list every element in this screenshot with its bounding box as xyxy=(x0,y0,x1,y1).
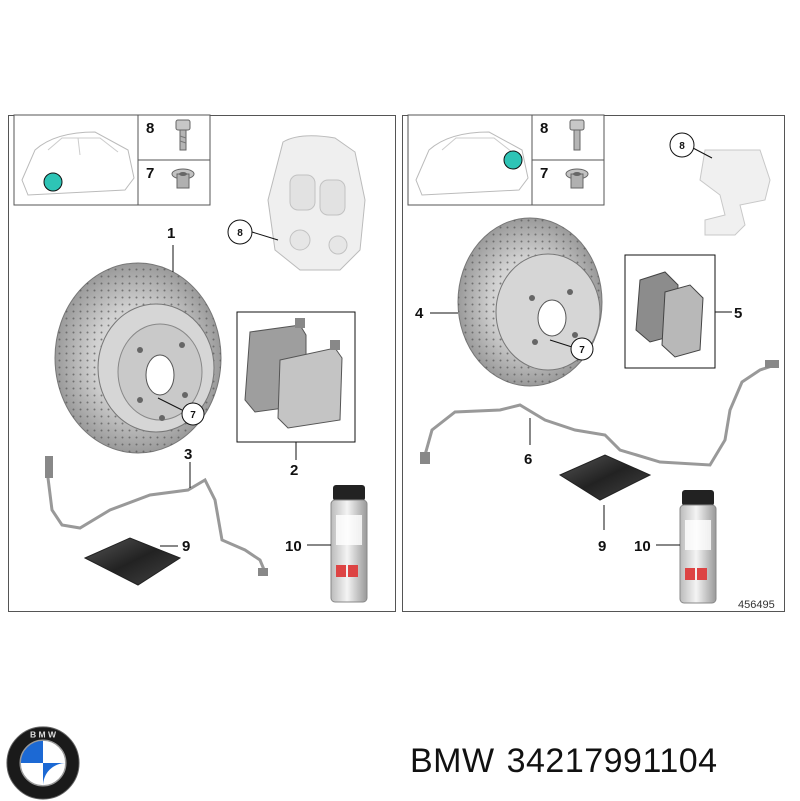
diagram-reference-number: 456495 xyxy=(738,599,775,611)
protective-mat-icon xyxy=(558,454,652,501)
svg-text:B M W: B M W xyxy=(30,729,57,739)
location-marker-icon xyxy=(503,150,523,170)
legend-bolt-number: 8 xyxy=(146,120,154,137)
spray-can-icon xyxy=(330,485,368,603)
wear-sensor-icon xyxy=(420,360,779,467)
callout-mat: 9 xyxy=(182,538,190,555)
plug-screw-icon xyxy=(565,168,589,189)
callout-pads: 5 xyxy=(734,305,742,322)
wear-sensor-icon xyxy=(45,456,268,576)
callout-disc: 4 xyxy=(415,305,424,322)
legend-plug-number: 7 xyxy=(146,165,154,182)
plug-screw-icon xyxy=(171,168,195,189)
part-number: 34217991104 xyxy=(506,742,718,780)
callout-sensor: 3 xyxy=(184,446,192,463)
callout-sensor: 6 xyxy=(524,451,532,468)
protective-mat-icon xyxy=(83,537,182,586)
legend-plug-number: 7 xyxy=(540,165,548,182)
brake-caliper-icon xyxy=(267,135,366,271)
brake-pads-icon xyxy=(244,318,343,429)
left-legend-box: 8 7 xyxy=(13,114,211,206)
brand-name: BMW xyxy=(410,742,495,780)
callout-caliper: 8 xyxy=(679,141,685,152)
brake-caliper-icon xyxy=(699,149,771,236)
spray-can-icon xyxy=(679,490,717,604)
location-marker-icon xyxy=(43,172,63,192)
part-title: BMW 34217991104 xyxy=(410,742,718,781)
callout-disc: 1 xyxy=(167,225,175,242)
callout-pads: 2 xyxy=(290,462,298,479)
legend-bolt-number: 8 xyxy=(540,120,548,137)
callout-mat: 9 xyxy=(598,538,606,555)
car-location-icon xyxy=(21,131,135,196)
bolt-icon xyxy=(569,119,585,151)
bmw-logo-icon: B M W xyxy=(6,726,80,800)
callout-disc-screw: 7 xyxy=(579,345,585,356)
bolt-icon xyxy=(175,119,191,151)
callout-spray: 10 xyxy=(285,538,302,555)
brake-disc-icon xyxy=(457,217,603,387)
callout-spray: 10 xyxy=(634,538,651,555)
right-legend-box: 8 7 xyxy=(407,114,605,206)
brake-pads-icon xyxy=(635,271,704,358)
callout-disc-screw: 7 xyxy=(190,410,196,421)
car-location-icon xyxy=(415,131,529,196)
brake-disc-icon xyxy=(54,262,222,454)
callout-caliper: 8 xyxy=(237,228,243,239)
